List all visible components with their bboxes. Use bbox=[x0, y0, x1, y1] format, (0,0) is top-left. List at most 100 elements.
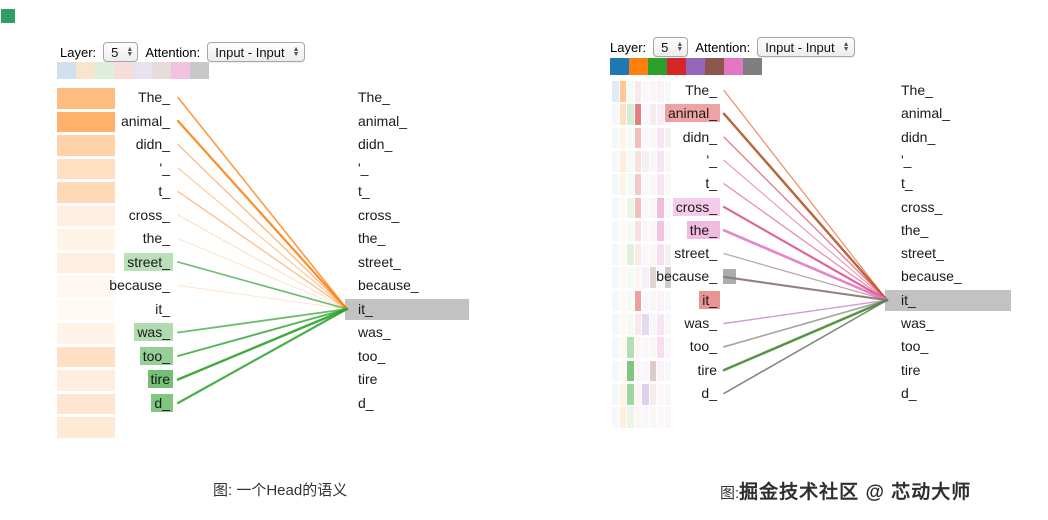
output-token[interactable]: didn_ bbox=[358, 136, 393, 152]
input-token[interactable]: The_ bbox=[57, 87, 173, 108]
output-token[interactable]: was_ bbox=[358, 324, 391, 340]
head-color-swatch[interactable] bbox=[724, 58, 743, 75]
head-color-swatch[interactable] bbox=[648, 58, 667, 75]
input-token[interactable]: The_ bbox=[610, 80, 720, 101]
head-color-swatch[interactable] bbox=[133, 62, 152, 79]
attention-heatmap-cell bbox=[642, 337, 649, 358]
output-token-selected[interactable]: it_ bbox=[901, 291, 916, 308]
attention-line bbox=[723, 253, 888, 301]
input-token[interactable]: street_ bbox=[610, 243, 720, 264]
output-token[interactable]: '_ bbox=[901, 151, 912, 168]
attention-heatmap-cell bbox=[664, 383, 672, 405]
output-token[interactable]: tire bbox=[358, 371, 378, 387]
layer-select[interactable]: 5 bbox=[103, 42, 139, 62]
output-token[interactable]: t_ bbox=[901, 175, 913, 192]
input-token[interactable]: d_ bbox=[57, 393, 173, 414]
input-token[interactable]: didn_ bbox=[610, 127, 720, 148]
input-token[interactable]: was_ bbox=[57, 322, 173, 343]
attention-line bbox=[723, 299, 888, 348]
attention-heatmap-cell bbox=[619, 360, 627, 382]
head-color-swatch[interactable] bbox=[610, 58, 629, 75]
input-token[interactable]: it_ bbox=[610, 290, 720, 311]
head-color-swatch[interactable] bbox=[152, 62, 171, 79]
head-color-swatch[interactable] bbox=[76, 62, 95, 79]
attention-line bbox=[723, 89, 888, 301]
input-token[interactable]: too_ bbox=[610, 336, 720, 357]
output-token[interactable]: animal_ bbox=[901, 105, 951, 122]
head-color-swatch[interactable] bbox=[667, 58, 686, 75]
input-token[interactable]: '_ bbox=[57, 158, 173, 179]
output-token[interactable]: too_ bbox=[901, 338, 929, 355]
input-token[interactable]: t_ bbox=[57, 181, 173, 202]
output-token[interactable]: the_ bbox=[358, 230, 386, 246]
input-token[interactable]: t_ bbox=[610, 173, 720, 194]
input-token[interactable]: '_ bbox=[610, 150, 720, 171]
output-token[interactable]: cross_ bbox=[901, 198, 943, 215]
input-token[interactable]: d_ bbox=[610, 383, 720, 404]
input-token[interactable]: tire bbox=[57, 369, 173, 390]
input-token[interactable]: it_ bbox=[57, 299, 173, 320]
attention-select[interactable]: Input - Input bbox=[207, 42, 305, 62]
input-token[interactable]: cross_ bbox=[57, 205, 173, 226]
attention-heatmap-cell bbox=[649, 244, 657, 265]
input-token[interactable]: animal_ bbox=[57, 111, 173, 132]
head-color-swatch[interactable] bbox=[95, 62, 114, 79]
layer-select-value: 5 bbox=[661, 39, 669, 55]
attention-heatmap-cell bbox=[657, 290, 664, 312]
attention-select[interactable]: Input - Input bbox=[757, 37, 855, 57]
output-token[interactable]: The_ bbox=[358, 89, 390, 105]
input-token[interactable]: too_ bbox=[57, 346, 173, 367]
attention-line bbox=[723, 183, 888, 301]
input-token[interactable]: because_ bbox=[610, 266, 720, 287]
attention-heatmap-cell bbox=[57, 135, 116, 156]
output-token[interactable]: '_ bbox=[358, 159, 369, 176]
output-token[interactable]: was_ bbox=[901, 315, 934, 331]
output-token[interactable]: didn_ bbox=[901, 128, 936, 145]
output-token[interactable]: d_ bbox=[901, 384, 917, 401]
input-token[interactable]: street_ bbox=[57, 252, 173, 273]
output-token[interactable]: cross_ bbox=[358, 206, 400, 223]
head-color-swatch[interactable] bbox=[114, 62, 133, 79]
attention-heatmap-cell bbox=[649, 290, 657, 312]
output-token[interactable]: d_ bbox=[358, 394, 374, 411]
output-token[interactable]: The_ bbox=[901, 82, 933, 98]
attention-heatmap-cell bbox=[664, 314, 672, 335]
input-token[interactable]: tire bbox=[610, 360, 720, 381]
attention-line bbox=[176, 307, 349, 405]
attention-heatmap-cell bbox=[642, 81, 649, 102]
output-token[interactable]: because_ bbox=[901, 268, 962, 285]
head-color-swatch[interactable] bbox=[705, 58, 724, 75]
head-color-swatch[interactable] bbox=[57, 62, 76, 79]
input-token[interactable]: cross_ bbox=[610, 197, 720, 218]
output-token[interactable]: because_ bbox=[358, 277, 419, 293]
input-token[interactable]: the_ bbox=[57, 228, 173, 249]
input-token[interactable]: because_ bbox=[57, 275, 173, 296]
input-token[interactable]: animal_ bbox=[610, 103, 720, 124]
attention-line bbox=[722, 205, 889, 302]
head-color-swatch[interactable] bbox=[171, 62, 190, 79]
output-token[interactable]: t_ bbox=[358, 183, 370, 199]
head-color-swatch[interactable] bbox=[743, 58, 762, 75]
stepper-arrows-icon bbox=[293, 47, 300, 57]
attention-heatmap-cell bbox=[627, 407, 634, 428]
output-token[interactable]: tire bbox=[901, 361, 921, 378]
input-token[interactable]: was_ bbox=[610, 313, 720, 334]
head-color-swatch[interactable] bbox=[629, 58, 648, 75]
watermark: 掘金技术社区 @ 芯动大师 bbox=[739, 482, 972, 503]
input-token[interactable]: didn_ bbox=[57, 134, 173, 155]
layer-select[interactable]: 5 bbox=[653, 37, 689, 57]
output-token[interactable]: street_ bbox=[901, 245, 944, 262]
input-token[interactable]: the_ bbox=[610, 220, 720, 241]
head-color-swatch[interactable] bbox=[190, 62, 209, 79]
output-token-selected[interactable]: it_ bbox=[358, 300, 373, 317]
attention-line bbox=[176, 119, 349, 311]
output-token[interactable]: animal_ bbox=[358, 112, 408, 129]
input-token-label: '_ bbox=[159, 159, 170, 176]
output-token[interactable]: the_ bbox=[901, 221, 929, 238]
attention-heatmap-cell bbox=[612, 81, 619, 102]
output-token[interactable]: too_ bbox=[358, 347, 386, 364]
output-token[interactable]: street_ bbox=[358, 253, 401, 270]
input-token-label: cross_ bbox=[128, 206, 170, 223]
input-token-label: The_ bbox=[685, 82, 717, 98]
head-color-swatch[interactable] bbox=[686, 58, 705, 75]
